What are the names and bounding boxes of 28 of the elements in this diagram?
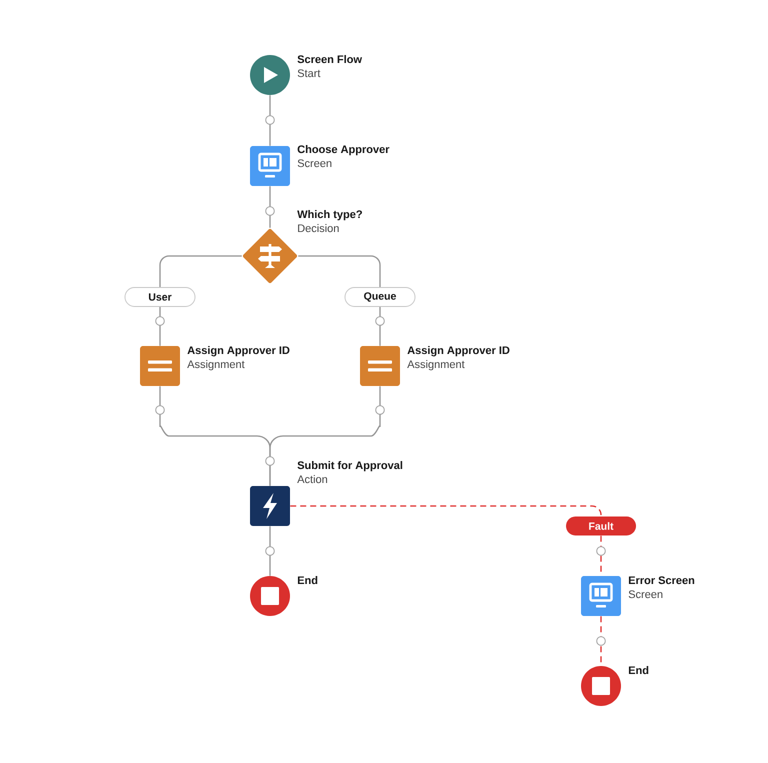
connector-line — [379, 306, 381, 346]
node-title: Assign Approver ID — [187, 346, 290, 356]
connector-line — [269, 186, 271, 228]
node-title: Submit for Approval — [298, 461, 402, 472]
node-title: Choose Approver — [298, 145, 390, 156]
node-type: Action — [297, 475, 328, 484]
node-title: Error Screen — [628, 576, 694, 584]
node-type: Screen — [628, 590, 662, 598]
node-title: Which type? — [297, 210, 362, 220]
node-title: End — [298, 576, 318, 584]
dashed-connector — [290, 505, 602, 516]
node-type: Assignment — [187, 360, 245, 370]
connector-line — [269, 526, 271, 576]
node-type: Assignment — [407, 360, 465, 370]
connector-line — [269, 95, 271, 146]
connector-line — [159, 306, 161, 346]
outcome-pill: Queue — [344, 287, 416, 307]
connector-line — [298, 255, 381, 288]
node-title: Screen Flow — [298, 55, 362, 64]
connector-line — [269, 386, 381, 486]
node-type: Screen — [298, 159, 332, 168]
node-title: Assign Approver ID — [407, 346, 510, 356]
fault-pill: Fault — [566, 516, 636, 536]
connector-line — [159, 255, 242, 288]
outcome-pill: User — [124, 287, 196, 307]
node-type: Decision — [298, 224, 339, 232]
node-title: End — [628, 666, 648, 674]
node-type: Start — [298, 69, 320, 78]
